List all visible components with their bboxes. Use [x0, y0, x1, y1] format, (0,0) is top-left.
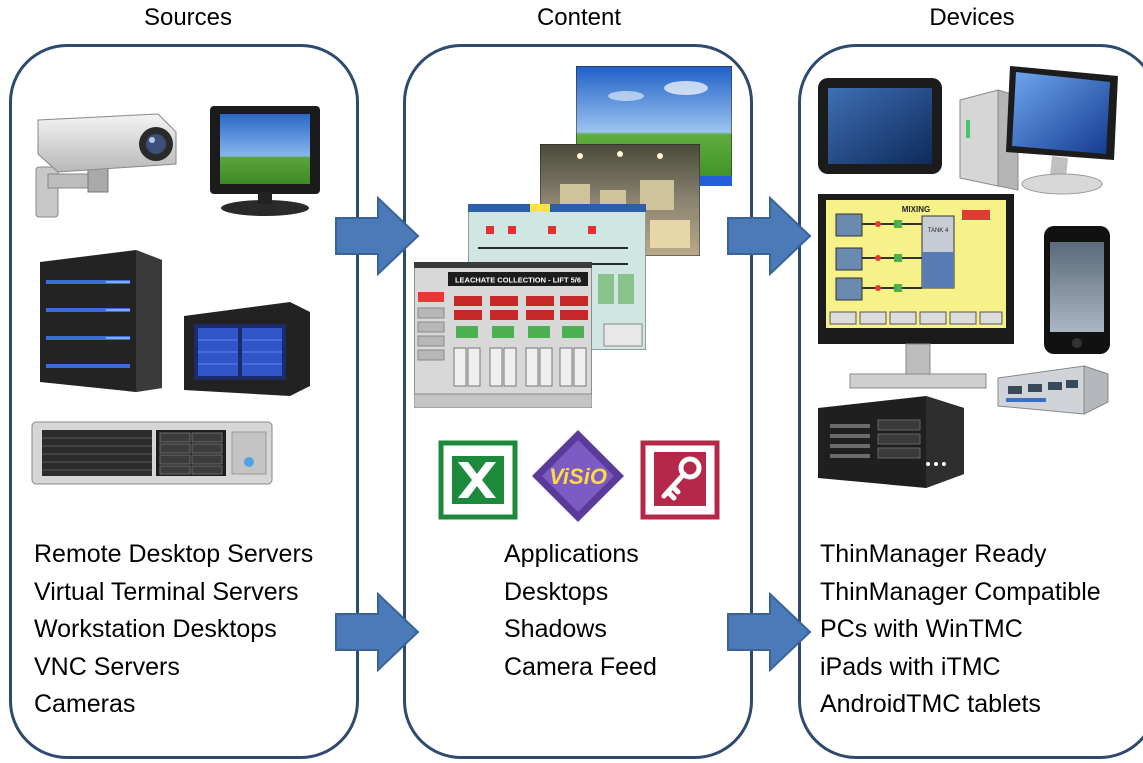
tower-server-icon	[40, 250, 162, 392]
tablet-icon	[818, 78, 942, 174]
arrow-sources-to-content-bottom	[335, 592, 420, 672]
devices-item-pcs-with-wintmc: PCs with WinTMC	[820, 615, 1023, 643]
sources-item-cameras: Cameras	[34, 690, 136, 718]
content-item-camera-feed: Camera Feed	[504, 652, 657, 681]
devices-title: Devices	[929, 4, 1015, 31]
content-item-applications: Applications	[504, 540, 639, 568]
box-pc-icon	[997, 365, 1109, 415]
visio-icon: ViSiO	[532, 430, 624, 522]
blade-server-icon	[31, 421, 273, 485]
devices-item-ipads-with-itmc: iPads with iTMC	[820, 652, 1001, 681]
hmi-mixing-title: MIXING	[902, 205, 930, 214]
content-title: Content	[536, 4, 622, 31]
excel-icon	[438, 440, 518, 520]
arrow-content-to-devices-bottom	[727, 592, 812, 672]
sources-item-remote-desktop-servers: Remote Desktop Servers	[34, 540, 314, 568]
devices-list: ThinManager Ready ThinManager Compatible…	[820, 536, 1101, 724]
security-camera-icon	[35, 113, 177, 218]
sources-item-workstation-desktops: Workstation Desktops	[34, 615, 277, 643]
hmi-tank-label: TANK 4	[928, 228, 949, 234]
devices-item-thinmanager-ready: ThinManager Ready	[820, 540, 1047, 568]
content-item-shadows: Shadows	[504, 615, 607, 643]
arrow-content-to-devices-top	[727, 196, 812, 276]
desktop-pc-icon	[959, 66, 1118, 195]
devices-item-androidtmc-tablets: AndroidTMC tablets	[820, 690, 1041, 718]
sources-item-virtual-terminal-servers: Virtual Terminal Servers	[34, 577, 299, 606]
visio-label: ViSiO	[549, 464, 607, 489]
sources-list: Remote Desktop Servers Virtual Terminal …	[34, 536, 313, 724]
rack-server-icon	[184, 302, 310, 396]
embedded-pc-icon	[818, 396, 964, 488]
devices-item-thinmanager-compatible: ThinManager Compatible	[820, 577, 1101, 606]
monitor-icon	[210, 106, 320, 216]
content-item-desktops: Desktops	[504, 577, 609, 606]
arrow-sources-to-content-top	[335, 196, 420, 276]
smartphone-icon	[1044, 226, 1110, 354]
sources-title: Sources	[143, 4, 233, 31]
sources-item-vnc-servers: VNC Servers	[34, 652, 180, 681]
hmi-screenshot-front-icon: LEACHATE COLLECTION - LIFT 5/6	[414, 262, 592, 408]
hmi-front-title: LEACHATE COLLECTION - LIFT 5/6	[455, 276, 581, 285]
access-icon	[640, 440, 720, 520]
panel-pc-hmi-icon: MIXING TANK 4	[818, 194, 1014, 389]
content-list: Applications Desktops Shadows Camera Fee…	[504, 536, 657, 686]
